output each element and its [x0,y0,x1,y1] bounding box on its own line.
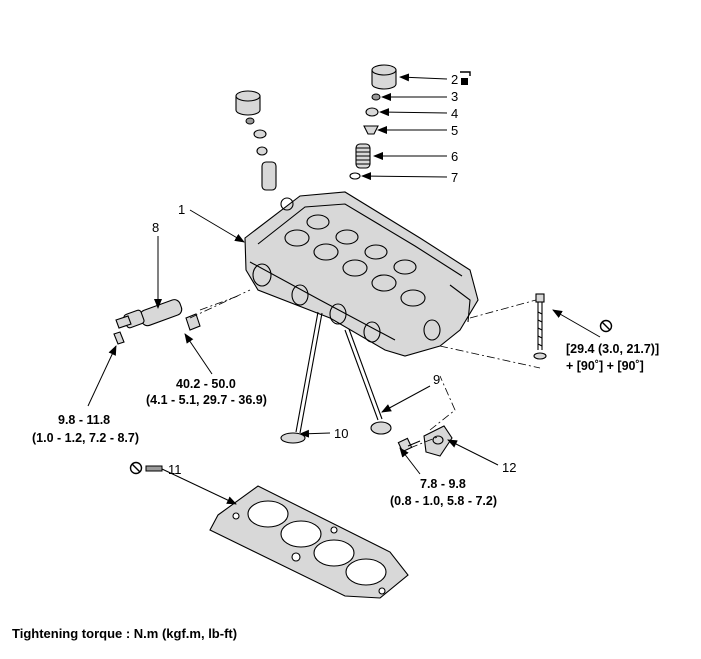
measure-icon [460,71,471,85]
torque-ocv-bolt-line1: 9.8 - 11.8 [58,413,110,427]
callout-9: 9 [433,372,440,387]
callout-5: 5 [451,123,458,138]
callout-7: 7 [451,170,458,185]
torque-sensor-line2: (0.8 - 1.0, 5.8 - 7.2) [390,494,497,508]
callout-6: 6 [451,149,458,164]
head-gasket-part [209,485,409,599]
torque-head-bolt-line2: + [90˚] + [90˚] [566,359,644,373]
cam-position-sensor-part [397,425,453,457]
cylinder-head-part [244,191,479,357]
assembly-lines [189,289,541,449]
callout-4: 4 [451,106,458,121]
torque-sensor-line1: 7.8 - 9.8 [420,477,466,491]
valve-train-left [235,90,277,191]
valve-train-right [349,64,397,180]
callout-2: 2 [451,72,458,87]
callout-1: 1 [178,202,185,217]
gasket-bolt-icon [145,465,163,472]
callout-11: 11 [168,462,182,477]
callout-10: 10 [334,426,348,441]
torque-ocv-bolt-line2: (1.0 - 1.2, 7.2 - 8.7) [32,431,139,445]
head-bolt-part [533,293,547,360]
no-reuse-icon [129,461,143,475]
leader-arrows [87,73,601,505]
callout-12: 12 [502,460,516,475]
torque-ocv-line1: 40.2 - 50.0 [176,377,236,391]
torque-ocv-line2: (4.1 - 5.1, 29.7 - 36.9) [146,393,267,407]
oil-control-valve-part [113,299,201,345]
callout-8: 8 [152,220,159,235]
no-reuse-icon [599,319,613,333]
torque-head-bolt-line1: [29.4 (3.0, 21.7)] [566,342,659,356]
callout-3: 3 [451,89,458,104]
valves-part [280,311,392,444]
tightening-torque-note: Tightening torque : N.m (kgf.m, lb-ft) [12,626,238,641]
